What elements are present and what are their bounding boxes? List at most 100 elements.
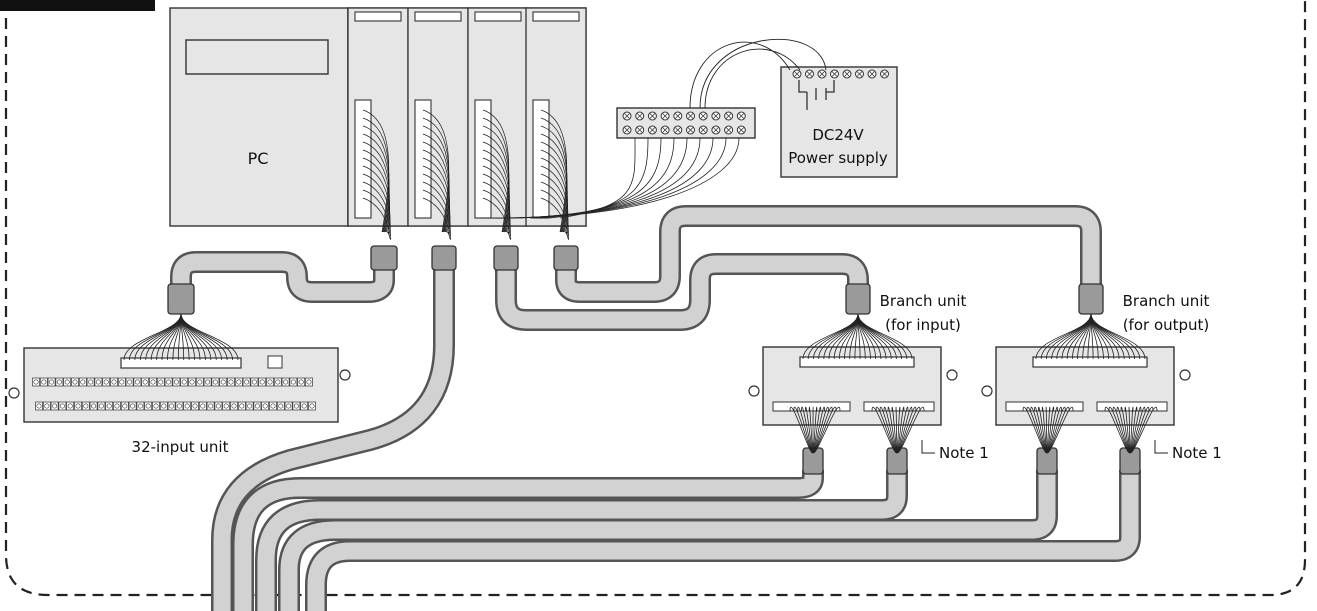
- branch-unit-input: Branch unit (for input) Note 1: [748, 292, 989, 462]
- terminal: [133, 377, 142, 387]
- terminal: [258, 377, 267, 387]
- fan-branch-output-right: [1104, 406, 1158, 454]
- input-unit-label: 32-input unit: [132, 438, 229, 456]
- module-connector: [414, 99, 432, 219]
- terminal: [219, 377, 228, 387]
- io-module-4: [525, 7, 587, 240]
- fan-input-unit: [123, 313, 239, 361]
- terminal: [50, 401, 59, 411]
- cable-plug: [370, 245, 398, 271]
- terminal: [125, 377, 134, 387]
- terminal: [117, 377, 126, 387]
- terminal: [276, 401, 285, 411]
- terminal: [198, 401, 207, 411]
- terminal: [94, 377, 103, 387]
- terminal: [284, 401, 293, 411]
- cable-plug: [1078, 283, 1104, 315]
- terminal: [102, 377, 111, 387]
- terminal: [273, 377, 282, 387]
- fan-branch-input: [802, 313, 913, 360]
- terminal: [144, 401, 153, 411]
- terminal: [266, 377, 274, 387]
- terminal: [78, 377, 87, 387]
- terminal: [55, 377, 64, 387]
- terminal: [120, 401, 129, 411]
- terminal: [167, 401, 176, 411]
- terminal: [136, 401, 145, 411]
- terminal: [308, 401, 316, 411]
- dc-symbol: [798, 80, 835, 110]
- cable-plug: [553, 245, 579, 271]
- terminal: [300, 401, 309, 411]
- terminal: [175, 401, 184, 411]
- pc-display-window: [185, 39, 329, 75]
- terminal: [58, 401, 67, 411]
- terminal: [71, 377, 79, 387]
- terminal: [47, 377, 56, 387]
- terminal: [269, 401, 277, 411]
- terminal: [42, 401, 51, 411]
- branch-unit-output: Branch unit (for output) Note 1: [981, 292, 1222, 462]
- power-voltage-label: DC24V: [812, 126, 864, 144]
- branch-input-title: Branch unit: [880, 292, 967, 310]
- mount-hole-right: [339, 369, 351, 381]
- wire-fans: [123, 313, 1158, 454]
- terminal: [164, 377, 173, 387]
- enclosure-dashed-border: [4, 0, 1307, 597]
- terminal: [39, 377, 48, 387]
- cable-plug: [493, 245, 519, 271]
- mount-hole-left: [8, 387, 20, 399]
- power-supply-terminals: [792, 69, 889, 79]
- module-led-window: [474, 11, 522, 22]
- power-supply-unit: DC24V Power supply: [780, 66, 898, 178]
- cable-plug: [431, 245, 457, 271]
- terminal: [253, 401, 262, 411]
- terminal: [32, 377, 40, 387]
- terminal: [180, 377, 189, 387]
- input-unit-32: 32-input unit: [8, 347, 351, 456]
- cable-plug: [845, 283, 871, 315]
- terminal: [289, 377, 298, 387]
- signal-wires-to-terminal-block: [479, 137, 740, 219]
- terminal: [183, 401, 192, 411]
- terminal: [113, 401, 121, 411]
- terminal: [195, 377, 204, 387]
- terminal: [214, 401, 223, 411]
- terminal: [66, 401, 75, 411]
- module-led-window: [414, 11, 462, 22]
- terminal-screws: [622, 111, 746, 135]
- terminal: [141, 377, 150, 387]
- terminal: [63, 377, 72, 387]
- terminal: [242, 377, 251, 387]
- terminal: [128, 401, 137, 411]
- terminal: [110, 377, 118, 387]
- io-module-slots: [347, 7, 587, 240]
- terminal: [35, 401, 43, 411]
- fan-branch-output-left: [1022, 406, 1074, 454]
- cable-plugs: [167, 245, 1141, 475]
- input-unit-power-terminal: [267, 355, 283, 369]
- power-supply-wiring: [689, 39, 827, 109]
- terminal: [86, 377, 95, 387]
- cable-plug: [167, 283, 195, 315]
- terminal: [227, 377, 235, 387]
- fan-branch-output: [1035, 313, 1146, 360]
- corner-tab: [0, 0, 155, 11]
- terminal: [172, 377, 181, 387]
- terminal-block: [616, 107, 756, 139]
- module-led-window: [354, 11, 402, 22]
- cable-bundle: [170, 205, 1141, 611]
- terminal: [261, 401, 270, 411]
- terminal: [234, 377, 243, 387]
- terminal: [156, 377, 165, 387]
- terminal: [149, 377, 157, 387]
- terminal: [281, 377, 290, 387]
- terminal: [237, 401, 246, 411]
- terminal: [105, 401, 114, 411]
- terminal: [230, 401, 238, 411]
- terminal: [191, 401, 199, 411]
- terminal: [297, 377, 306, 387]
- terminal: [250, 377, 259, 387]
- terminal: [292, 401, 301, 411]
